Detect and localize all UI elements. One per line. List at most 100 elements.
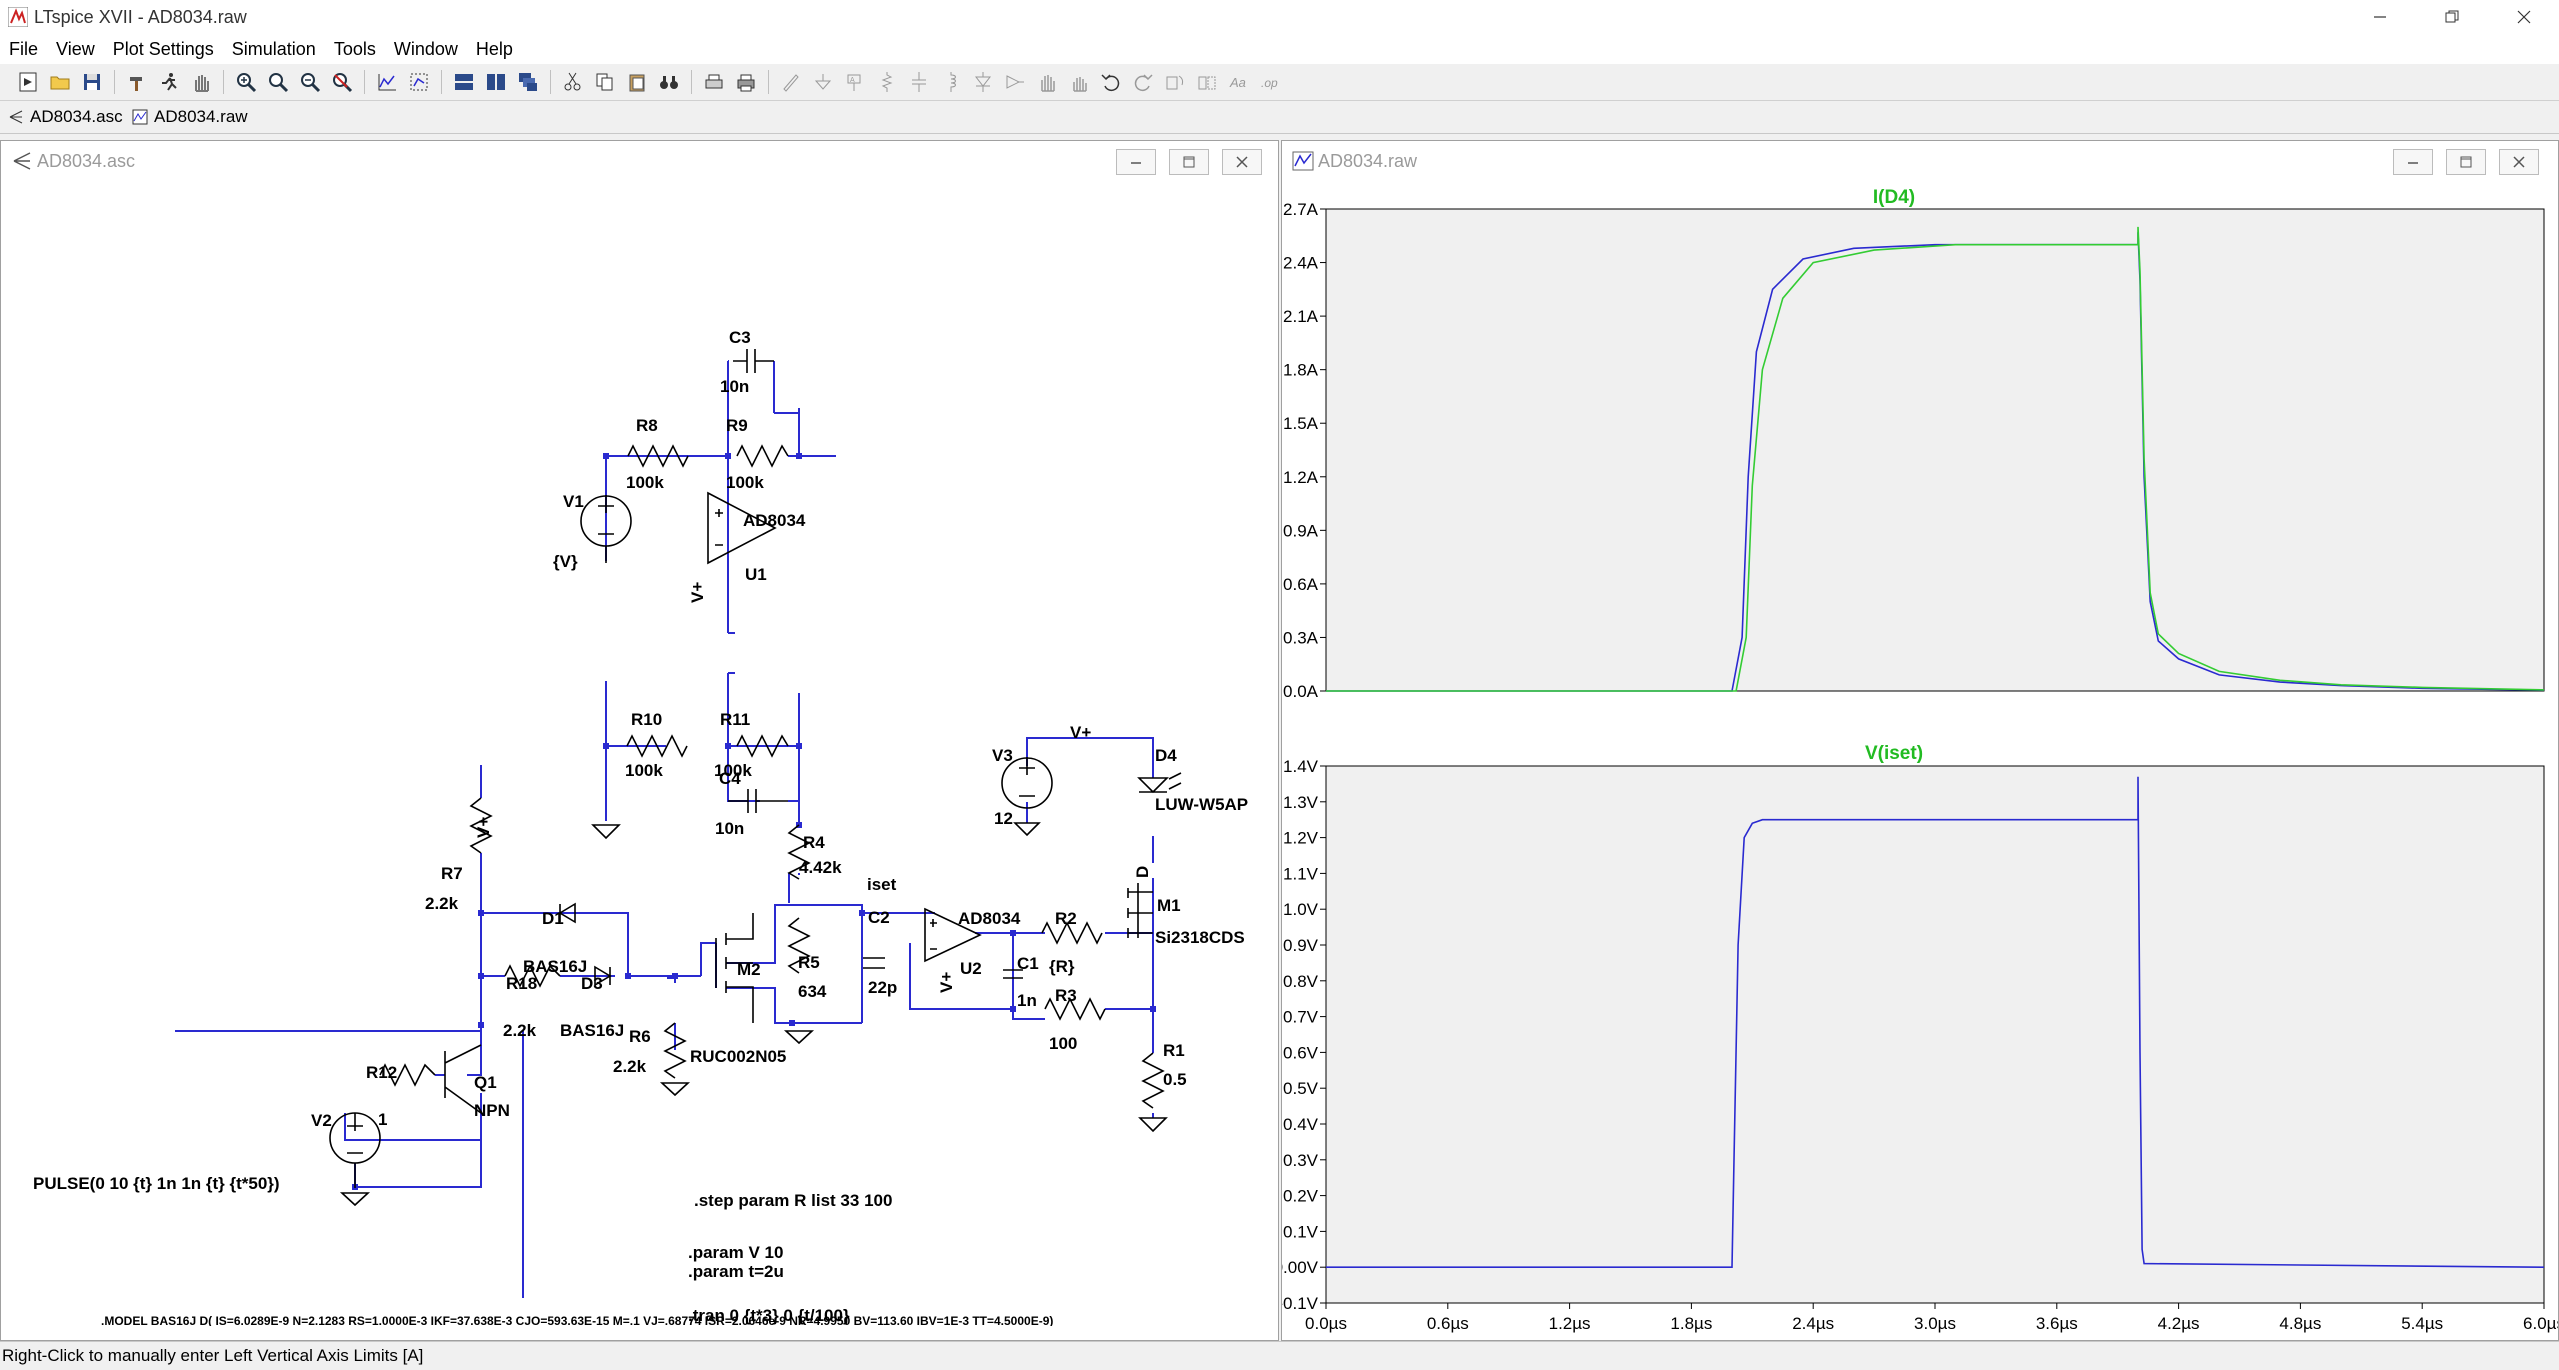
ground-icon [814,74,832,90]
plot-pane-v-iset[interactable]: 1.4V1.3V1.2V1.1V1.0V0.9V0.8V0.7V0.6V0.5V… [1282,743,2558,1333]
menu-plot-settings[interactable]: Plot Settings [112,38,214,59]
cascade-button[interactable] [514,68,542,96]
zoom-out-button[interactable] [296,68,324,96]
waveform-plots[interactable]: 2.7A2.4A2.1A1.8A1.5A1.2A0.9A0.6A0.3A0.0A… [1282,181,2558,1340]
label-v2: V2 [311,1111,332,1130]
tile-horizontal-button[interactable] [450,68,478,96]
plot-area[interactable] [1325,208,2545,692]
schematic-minimize-button[interactable] [1116,149,1156,175]
paste-button[interactable] [623,68,651,96]
redo-button[interactable] [1129,68,1157,96]
autorange-icon [378,74,396,91]
fit-plot-icon [410,73,428,91]
tab-waveform-label: AD8034.raw [154,107,248,126]
document-tab-bar: AD8034.asc AD8034.raw [0,101,2559,134]
control-panel-button[interactable] [123,68,151,96]
schematic-canvas[interactable]: C3 10n R8 100k R9 100k V1 {V} AD8034 U1 … [15,183,1260,1326]
mirror-icon [1198,76,1216,90]
trace-line[interactable] [1326,226,2545,692]
menu-help[interactable]: Help [475,38,513,59]
directive-param-t[interactable]: .param t=2u [688,1262,784,1281]
directive-tran[interactable]: .tran 0 {t*3} 0 {t/100} [688,1306,850,1325]
toolbar-separator [364,70,365,94]
label-v1-value: {V} [553,552,578,571]
menu-view[interactable]: View [56,38,95,59]
magnifier-icon [269,73,289,93]
restore-button[interactable] [2422,0,2482,34]
directive-step[interactable]: .step param R list 33 100 [694,1191,892,1210]
net-label-icon: A [847,74,861,91]
menu-file[interactable]: File [9,38,39,59]
label-r1: R1 [1163,1041,1185,1060]
y-tick-label: 0.5V [1283,1079,1319,1098]
place-component-button[interactable] [1001,68,1029,96]
place-ground-button[interactable] [809,68,837,96]
trace-title-i-d4[interactable]: I(D4) [1873,187,1915,208]
plot-pane-i-d4[interactable]: 2.7A2.4A2.1A1.8A1.5A1.2A0.9A0.6A0.3A0.0A… [1283,187,2545,701]
halt-button[interactable] [187,68,215,96]
y-tick-label: 0.9V [1283,936,1319,955]
place-diode-button[interactable] [969,68,997,96]
menu-window[interactable]: Window [393,38,458,59]
trace-line[interactable] [1326,776,2545,1268]
print-button[interactable] [732,68,760,96]
waveform-maximize-button[interactable] [2446,149,2486,175]
spice-directive-button[interactable]: .op [1257,68,1285,96]
run-button[interactable] [155,68,183,96]
tile-vertical-icon [487,74,505,90]
print-setup-button[interactable] [700,68,728,96]
menu-tools[interactable]: Tools [333,38,376,59]
rotate-button[interactable] [1161,68,1189,96]
open-button[interactable] [46,68,74,96]
fit-plot-button[interactable] [405,68,433,96]
draw-wire-button[interactable] [777,68,805,96]
move-button[interactable] [1033,68,1061,96]
label-d4: D4 [1155,746,1177,765]
place-resistor-button[interactable] [873,68,901,96]
label-c1-value: 1n [1017,991,1037,1010]
x-tick-label: 1.2µs [1549,1314,1591,1333]
menu-simulation[interactable]: Simulation [231,38,316,59]
waveform-minimize-button[interactable] [2393,149,2433,175]
undo-button[interactable] [1097,68,1125,96]
pan-button[interactable] [264,68,292,96]
zoom-in-button[interactable] [232,68,260,96]
new-schematic-button[interactable] [14,68,42,96]
label-v3-value: 12 [994,809,1013,828]
tile-vertical-button[interactable] [482,68,510,96]
waveform-close-button[interactable] [2499,149,2539,175]
tab-schematic-label: AD8034.asc [30,107,123,126]
schematic-maximize-button[interactable] [1169,149,1209,175]
schematic-close-button[interactable] [1222,149,1262,175]
clipboard-icon [629,74,645,92]
label-net-button[interactable]: A [841,68,869,96]
find-button[interactable] [655,68,683,96]
label-r12-value: 1 [378,1110,387,1129]
directive-param-v[interactable]: .param V 10 [688,1243,783,1262]
tab-waveform[interactable]: AD8034.raw [132,105,248,129]
zoom-fit-button[interactable] [328,68,356,96]
place-capacitor-button[interactable] [905,68,933,96]
trace-title-v-iset[interactable]: V(iset) [1865,743,1923,764]
cut-button[interactable] [559,68,587,96]
label-r3-value: 100 [1049,1034,1077,1053]
drag-button[interactable] [1065,68,1093,96]
close-button[interactable] [2494,0,2554,34]
label-u1-vplus: V+ [688,582,707,603]
tab-schematic[interactable]: AD8034.asc [8,105,123,129]
inductor-icon [950,72,956,92]
text-button[interactable]: Aa [1225,68,1253,96]
directive-model[interactable]: .MODEL BAS16J D( IS=6.0289E-9 N=2.1283 R… [101,1314,1053,1326]
place-inductor-button[interactable] [937,68,965,96]
copy-button[interactable] [591,68,619,96]
save-button[interactable] [78,68,106,96]
minimize-button[interactable] [2350,0,2410,34]
label-r2-value: {R} [1049,957,1075,976]
label-r4-value: 4.42k [799,858,842,877]
y-tick-label: 0.6A [1283,575,1319,594]
plot-area[interactable] [1325,765,2545,1304]
mirror-button[interactable] [1193,68,1221,96]
x-tick-label: 0.6µs [1427,1314,1469,1333]
autorange-button[interactable] [373,68,401,96]
